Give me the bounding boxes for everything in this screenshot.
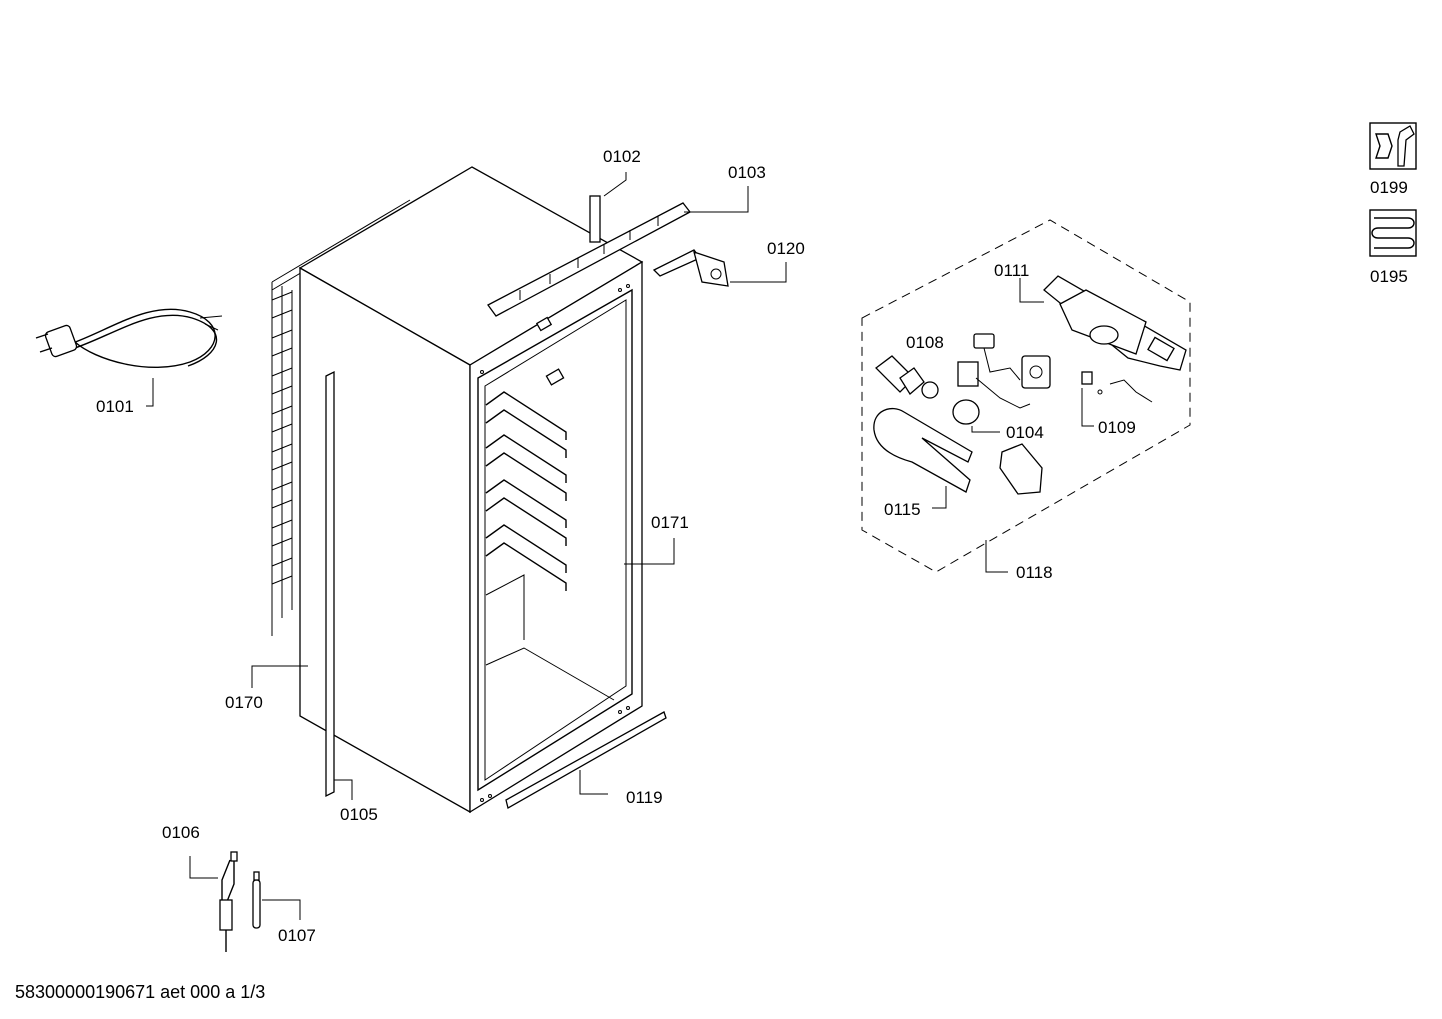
wrench-icon[interactable] <box>1369 122 1417 170</box>
callout-0171: 0171 <box>651 513 689 532</box>
shelf-rails <box>485 368 615 701</box>
callout-0104: 0104 <box>1006 423 1044 442</box>
callout-0109: 0109 <box>1098 418 1136 437</box>
callout-0170: 0170 <box>225 693 263 712</box>
switch-part[interactable] <box>1081 371 1153 403</box>
callout-0119: 0119 <box>626 788 663 807</box>
coil-icon[interactable] <box>1369 209 1417 257</box>
thermostat-probe-part[interactable] <box>252 871 261 929</box>
callout-0107: 0107 <box>278 926 316 945</box>
callout-0118: 0118 <box>1016 563 1053 582</box>
callout-0105: 0105 <box>340 805 378 824</box>
callout-0106: 0106 <box>162 823 200 842</box>
callout-0199: 0199 <box>1370 178 1408 197</box>
callout-0103: 0103 <box>728 163 766 182</box>
cabinet-body-part[interactable] <box>271 166 644 814</box>
callout-0111: 0111 <box>994 261 1029 280</box>
callout-0102: 0102 <box>603 147 641 166</box>
knob-part[interactable] <box>952 399 980 425</box>
electrical-assembly-outline <box>861 219 1191 573</box>
callout-0108: 0108 <box>906 333 944 352</box>
lamp-cover-part[interactable] <box>873 407 973 493</box>
callout-0115: 0115 <box>884 500 921 519</box>
lamp-housing-part[interactable] <box>1043 275 1187 371</box>
power-cord-part[interactable] <box>35 308 223 369</box>
wiring-harness-part[interactable] <box>957 333 1051 409</box>
callout-0195: 0195 <box>1370 267 1408 286</box>
connector-block-part[interactable] <box>999 443 1043 495</box>
bottom-seal-strip-part[interactable] <box>505 711 667 809</box>
document-code: 58300000190671 aet 000 a 1/3 <box>15 982 265 1002</box>
callout-0101: 0101 <box>96 397 134 416</box>
condenser-coil <box>271 199 411 636</box>
temperature-sensor-part[interactable] <box>219 851 238 952</box>
hinge-part[interactable] <box>652 249 729 287</box>
light-bulb-part[interactable] <box>875 355 939 399</box>
callout-0120: 0120 <box>767 239 805 258</box>
